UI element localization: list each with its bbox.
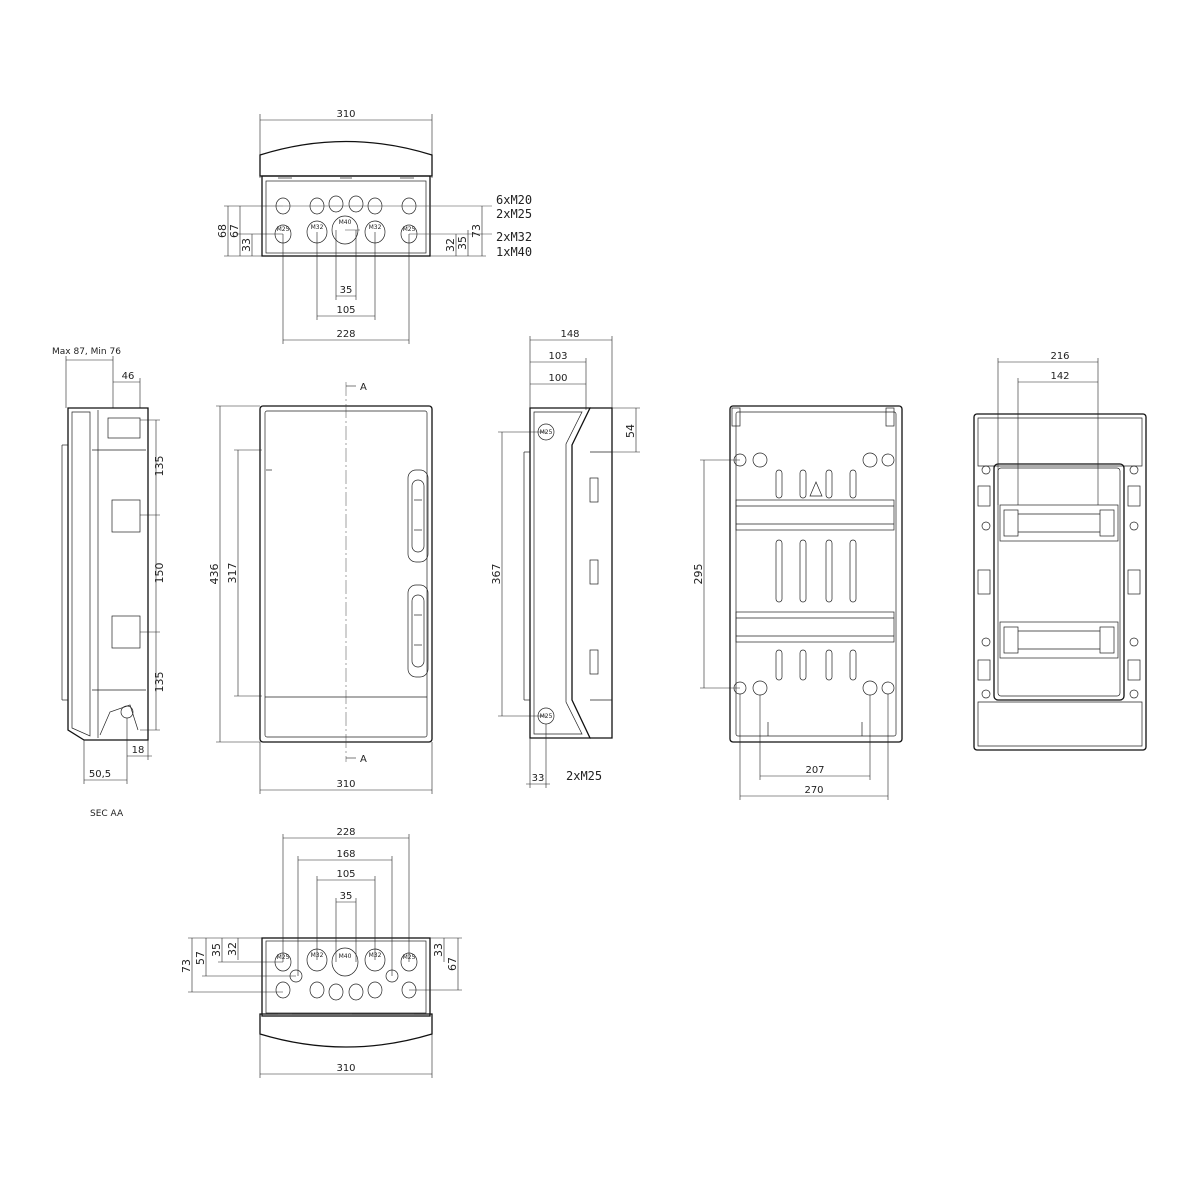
- bottom-dim-168: 168: [336, 849, 355, 860]
- top-dim-73: 73: [470, 224, 483, 238]
- svg-text:M32: M32: [369, 224, 382, 231]
- top-dim-105: 105: [336, 305, 355, 316]
- side-dim-50-5: 50,5: [89, 769, 111, 780]
- back-view: 295 207 270: [692, 405, 903, 800]
- open-side-clips: [977, 465, 1141, 699]
- top-dim-33: 33: [240, 238, 253, 252]
- bottom-dim-310: 310: [336, 1063, 355, 1074]
- gland-note-m32: 2xM32: [496, 230, 532, 244]
- open-dim-216: 216: [1050, 351, 1069, 362]
- top-dim-228: 228: [336, 329, 355, 340]
- svg-text:M40: M40: [339, 219, 352, 226]
- svg-text:M25: M25: [540, 429, 553, 436]
- top-width-dim: 310: [336, 109, 355, 120]
- profile-dim-103: 103: [548, 351, 567, 362]
- profile-dim-148: 148: [560, 329, 579, 340]
- open-dim-142: 142: [1050, 371, 1069, 382]
- top-view: 310 M40 M32 M32 M25 M25: [216, 109, 532, 344]
- front-dim-317: 317: [226, 563, 239, 584]
- bottom-dim-33: 33: [432, 943, 445, 957]
- profile-view: 148 103 100 M25 M25 54 367: [490, 329, 640, 788]
- section-mark-top: A: [360, 382, 367, 393]
- back-screws: [733, 452, 895, 696]
- back-din-rails: [735, 499, 895, 643]
- bottom-dim-57: 57: [194, 951, 207, 965]
- gland-note-m25: 2xM25: [496, 207, 532, 221]
- back-dim-295: 295: [692, 564, 705, 585]
- bottom-dim-35-left: 35: [210, 943, 223, 957]
- bottom-dim-73: 73: [180, 959, 193, 973]
- side-max-min: Max 87, Min 76: [52, 347, 121, 357]
- front-dim-310: 310: [336, 779, 355, 790]
- front-latch-top: [407, 469, 429, 563]
- front-view: A A 436 317 310: [208, 382, 433, 794]
- side-dim-18: 18: [132, 745, 145, 756]
- side-dim-135-bottom: 135: [153, 672, 166, 693]
- bottom-dim-67: 67: [446, 957, 459, 971]
- gland-note-m20: 6xM20: [496, 193, 532, 207]
- svg-text:M32: M32: [311, 224, 324, 231]
- gland-note-m40: 1xM40: [496, 245, 532, 259]
- svg-text:M40: M40: [339, 953, 352, 960]
- bottom-dim-228: 228: [336, 827, 355, 838]
- svg-text:M25: M25: [403, 226, 416, 233]
- front-latch-bottom: [407, 584, 429, 678]
- back-dim-270: 270: [804, 785, 823, 796]
- profile-dim-33: 33: [532, 773, 545, 784]
- profile-dim-367: 367: [490, 564, 503, 585]
- open-view: 216 142: [973, 351, 1147, 751]
- svg-text:M25: M25: [540, 713, 553, 720]
- profile-gland-note: 2xM25: [566, 769, 602, 783]
- section-mark-bottom: A: [360, 754, 367, 765]
- front-dim-436: 436: [208, 564, 221, 585]
- open-din-rails: [999, 504, 1119, 659]
- bottom-dim-105: 105: [336, 869, 355, 880]
- bottom-dim-32: 32: [226, 942, 239, 956]
- top-dim-68: 68: [216, 224, 229, 238]
- side-section-view: Max 87, Min 76 46 135 150 135 50,5: [52, 347, 166, 819]
- section-label: SEC AA: [90, 809, 124, 819]
- back-dim-207: 207: [805, 765, 824, 776]
- bottom-dim-35: 35: [340, 891, 353, 902]
- bottom-view: M40 M32 M32 M25 M25 228 168 105: [180, 827, 462, 1078]
- top-dim-32: 32: [444, 238, 457, 252]
- bottom-m20-holes: [275, 969, 417, 1001]
- bottom-large-holes: M40 M32 M32 M25 M25: [274, 947, 418, 977]
- top-dim-67: 67: [228, 224, 241, 238]
- back-slots: [775, 469, 857, 681]
- profile-dim-54: 54: [624, 424, 637, 438]
- side-dim-150: 150: [153, 563, 166, 584]
- top-dim-35-bottom: 35: [340, 285, 353, 296]
- top-m20-holes: [275, 195, 417, 215]
- side-dim-135-top: 135: [153, 456, 166, 477]
- svg-text:M25: M25: [277, 226, 290, 233]
- top-dim-35: 35: [456, 236, 469, 250]
- profile-dim-100: 100: [548, 373, 567, 384]
- side-dim-46: 46: [122, 371, 135, 382]
